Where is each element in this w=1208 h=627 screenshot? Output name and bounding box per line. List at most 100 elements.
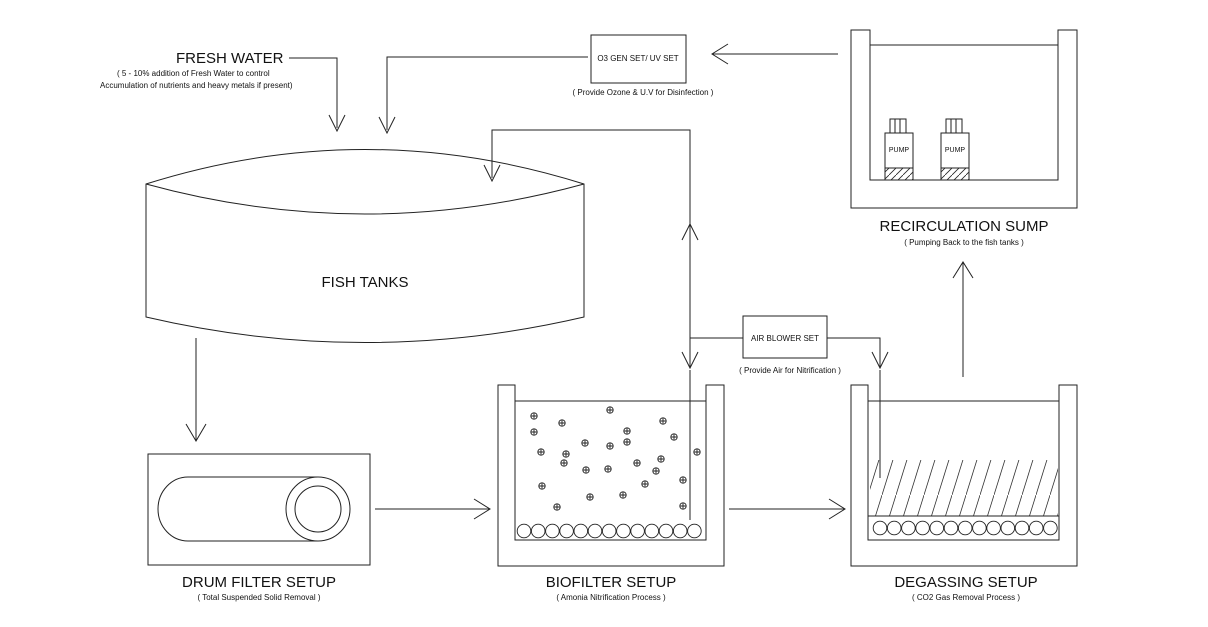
drum-body [157, 476, 318, 542]
drum-filter-box [147, 453, 371, 566]
recirculation-sump: PUMP PUMP RECIRCULATION SUMP ( Pumping B… [850, 29, 1078, 247]
degassing-note: ( CO2 Gas Removal Process ) [912, 593, 1020, 602]
degassing-title: DEGASSING SETUP [894, 574, 1037, 591]
drum-outer-ring [285, 476, 351, 542]
recirculation-sump-note: ( Pumping Back to the fish tanks ) [904, 238, 1024, 247]
media-ball [559, 523, 574, 539]
bio-media-particle-icon [558, 419, 566, 427]
ozone-arrow-icon [378, 116, 396, 135]
media-ball [616, 523, 631, 539]
bio-media-particle-icon [581, 439, 589, 447]
media-ball [943, 520, 959, 536]
o3-gen-label: O3 GEN SET/ UV SET [597, 54, 678, 63]
fish-tanks-label: FISH TANKS [322, 274, 409, 291]
sump-tank [850, 29, 1078, 209]
media-ball [601, 523, 617, 539]
media-ball [915, 520, 930, 536]
air-blower-label: AIR BLOWER SET [751, 334, 819, 343]
fresh-water-title: FRESH WATER [176, 50, 284, 67]
media-ball [587, 523, 603, 539]
fish-tank-inlet-arrow-icon [483, 164, 501, 183]
biofilter-title: BIOFILTER SETUP [546, 574, 677, 591]
biofilter-base-media [516, 523, 702, 539]
bio-media-particle-icon [553, 503, 561, 511]
tank-to-drum-arrow-icon [185, 423, 207, 442]
bio-media-particle-icon [623, 438, 631, 446]
bio-media-particle-icon [679, 502, 687, 510]
bio-media-particle-icon [562, 450, 570, 458]
media-ball [644, 523, 660, 539]
bio-media-particle-icon [641, 480, 649, 488]
pump-left-label: PUMP [889, 147, 910, 154]
bio-media-particle-icon [582, 466, 590, 474]
media-ball [886, 520, 902, 536]
media-ball [986, 520, 1001, 536]
blower-to-biofilter-arrow-icon [681, 351, 699, 370]
media-ball [1043, 520, 1058, 536]
drum-filter-note: ( Total Suspended Solid Removal ) [197, 593, 320, 602]
upflow-arrow-icon [681, 222, 699, 241]
bio-media-particle-icon [633, 459, 641, 467]
media-ball [957, 520, 973, 536]
drum-filter: DRUM FILTER SETUP ( Total Suspended Soli… [147, 453, 371, 602]
media-ball [1000, 520, 1016, 536]
o3-gen-box [590, 34, 687, 84]
bio-media-particle-icon [657, 455, 665, 463]
bio-media-particles [530, 406, 701, 511]
sump-to-ozone-arrow-icon [711, 43, 729, 65]
recirculation-sump-title: RECIRCULATION SUMP [880, 218, 1049, 235]
media-ball [658, 523, 674, 539]
pump-right: PUMP [940, 118, 970, 181]
biofilter-tank [497, 384, 725, 567]
bio-media-particle-icon [604, 465, 612, 473]
air-blower-note: ( Provide Air for Nitrification ) [739, 366, 841, 375]
bio-media-particle-icon [537, 448, 545, 456]
fresh-water-arrow-icon [328, 114, 346, 133]
media-ball [630, 523, 645, 539]
media-ball [901, 520, 916, 536]
degassing-tank [850, 384, 1078, 567]
drum-filter-title: DRUM FILTER SETUP [182, 574, 336, 591]
fresh-water-note-2: Accumulation of nutrients and heavy meta… [100, 81, 293, 90]
bio-media-particle-icon [586, 493, 594, 501]
fresh-water-flow-line [289, 57, 338, 128]
media-ball [972, 520, 987, 536]
bio-media-particle-icon [538, 482, 546, 490]
biofilter-return-line [491, 129, 691, 368]
fresh-water-note-1: ( 5 - 10% addition of Fresh Water to con… [117, 69, 270, 78]
bio-media-particle-icon [530, 428, 538, 436]
fish-tank-rim [145, 183, 585, 215]
air-blower-box [742, 315, 828, 359]
media-ball [672, 523, 688, 539]
bio-media-particle-icon [693, 448, 701, 456]
media-ball [687, 523, 702, 539]
degassing-packing-media [870, 460, 1058, 516]
bio-media-particle-icon [652, 467, 660, 475]
media-ball [1014, 520, 1030, 536]
bio-media-particle-icon [606, 406, 614, 414]
bio-media-particle-icon [619, 491, 627, 499]
media-ball [573, 523, 589, 539]
bio-media-particle-icon [670, 433, 678, 441]
biofilter-to-degassing-arrow-icon [828, 498, 846, 520]
bio-media-particle-icon [530, 412, 538, 420]
media-ball [1028, 520, 1044, 536]
drum-to-biofilter-arrow-icon [473, 498, 491, 520]
bio-media-particle-icon [679, 476, 687, 484]
media-ball [530, 523, 546, 539]
fish-tank-body [145, 149, 585, 343]
bio-media-particle-icon [659, 417, 667, 425]
degassing: DEGASSING SETUP ( CO2 Gas Removal Proces… [850, 384, 1078, 602]
degassing-to-sump-arrow-icon [952, 261, 974, 279]
blower-to-degassing-arrow-icon [871, 351, 889, 370]
biofilter-note: ( Amonia Nitrification Process ) [556, 593, 666, 602]
drum-inner-ring [294, 485, 342, 533]
media-ball [872, 520, 888, 536]
bio-media-particle-icon [606, 442, 614, 450]
media-ball [929, 520, 945, 536]
blower-to-degassing-line [827, 337, 881, 368]
o3-gen-note: ( Provide Ozone & U.V for Disinfection ) [573, 88, 714, 97]
media-ball [516, 523, 532, 539]
fresh-water-label-group: FRESH WATER ( 5 - 10% addition of Fresh … [100, 50, 293, 90]
